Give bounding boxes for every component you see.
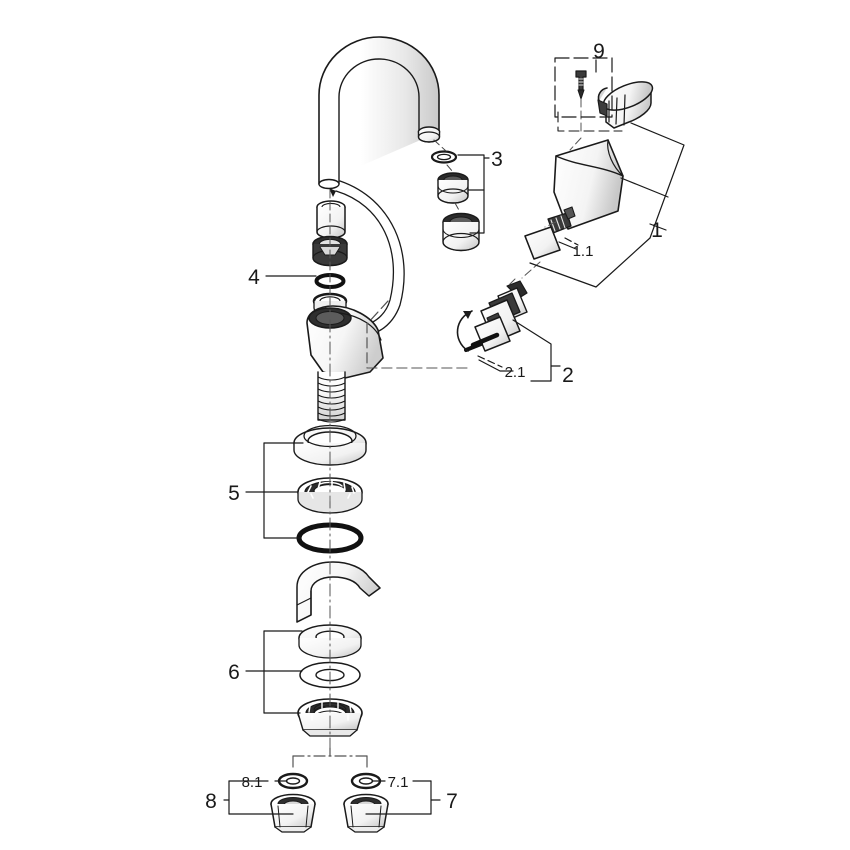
bracket-6 <box>245 630 303 714</box>
bracket-8 <box>223 780 294 815</box>
bracket-2 <box>478 319 561 382</box>
callout-8-1: 8.1 <box>242 774 263 791</box>
bracket-5 <box>245 442 304 539</box>
callout-2-1: 2.1 <box>505 364 526 381</box>
bracket-9-extent <box>557 111 623 132</box>
connector-nut-cold <box>270 793 316 833</box>
callout-5: 5 <box>228 482 240 505</box>
leader-1-1 <box>564 237 579 246</box>
bracket-3 <box>457 154 490 234</box>
ceramic-cartridge <box>464 280 528 352</box>
callout-9: 9 <box>593 40 605 63</box>
spout-sleeve <box>316 200 346 239</box>
grub-screw-sleeve <box>524 226 561 260</box>
cartridge-rotation-arrow <box>456 310 473 352</box>
callout-7: 7 <box>446 790 458 813</box>
body-to-cartridge-link <box>366 300 471 369</box>
callout-7-1: 7.1 <box>388 774 409 791</box>
aerator-insert <box>437 172 469 204</box>
aerator-housing <box>442 212 480 252</box>
leader-2-1 <box>477 355 503 368</box>
callout-2: 2 <box>562 364 574 387</box>
callout-1: 1 <box>651 219 663 242</box>
bracket-7 <box>365 780 441 815</box>
callout-1-1: 1.1 <box>573 243 594 260</box>
callout-8: 8 <box>205 790 217 813</box>
aerator-washer <box>430 150 458 164</box>
connector-nut-hot <box>343 793 389 833</box>
faucet-body <box>306 305 384 423</box>
detail-box-9 <box>554 57 613 118</box>
cap-screw <box>575 70 587 100</box>
spout-tube <box>318 36 441 190</box>
bracket-1 <box>529 122 685 288</box>
callout-6: 6 <box>228 661 240 684</box>
handle-grub-screw <box>547 206 576 234</box>
callout-3: 3 <box>491 148 503 171</box>
handle-cap <box>597 81 654 129</box>
escutcheon-clip <box>296 561 381 623</box>
callout-4: 4 <box>248 266 260 289</box>
